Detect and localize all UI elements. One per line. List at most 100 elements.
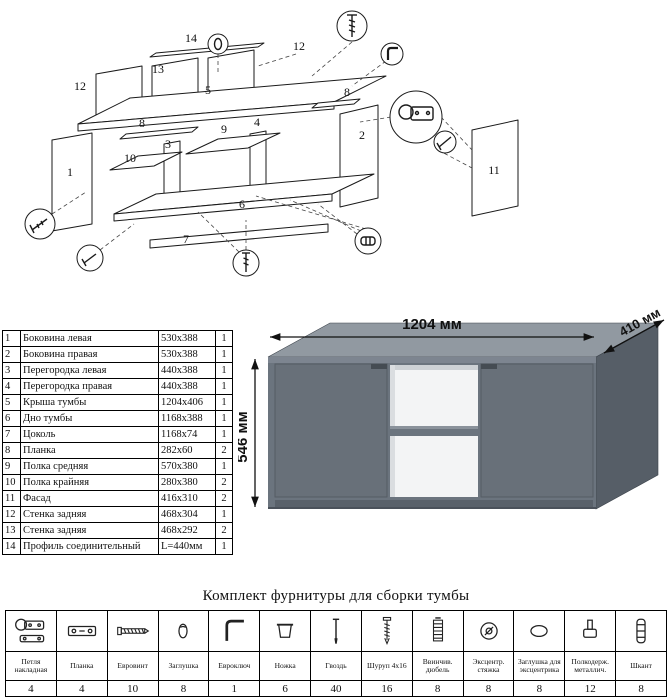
hex-key-glyph [386, 46, 398, 60]
right-door [480, 363, 594, 498]
cabinet-plinth [275, 500, 593, 509]
table-row: 10 Полка крайняя 280x380 2 [2, 474, 233, 491]
part-label: 4 [254, 115, 260, 129]
hardware-kit-title: Комплект фурнитуры для сборки тумбы [202, 588, 470, 604]
part-label: 10 [124, 151, 136, 165]
hardware-name: Гвоздь [310, 651, 362, 681]
dimension-lines [251, 319, 665, 507]
hardware-qty: 1 [208, 680, 261, 697]
part-num: 6 [2, 410, 21, 427]
cabinet-render [267, 322, 659, 510]
part-qty: 1 [215, 362, 233, 379]
part-size: 416x310 [158, 490, 216, 507]
euro-screw-icon [116, 626, 149, 636]
callout-hinge-detail [389, 90, 443, 144]
part-label: 14 [185, 31, 197, 45]
hardware-qty: 8 [157, 680, 210, 697]
part-qty: 1 [215, 346, 233, 363]
hardware-qty: 4 [5, 680, 57, 697]
hardware-icon-cell [208, 610, 261, 652]
hardware-icon-cell [360, 610, 413, 652]
part-label: 8 [344, 85, 350, 99]
parts-list-table: 1 Боковина левая 530x388 1 2 Боковина пр… [2, 330, 233, 555]
part-qty: 2 [215, 474, 233, 491]
table-row: 5 Крыша тумбы 1204x406 1 [2, 394, 233, 411]
hardware-icon-cell [55, 610, 108, 652]
hardware-name: Шкант [615, 651, 667, 681]
hinge-icon [14, 618, 45, 643]
part-num: 11 [2, 490, 21, 507]
side-panel-right [339, 104, 379, 208]
part-label: 11 [488, 163, 500, 177]
part-size: 440x388 [158, 362, 216, 379]
part-name: Профиль соединительный [20, 538, 159, 555]
hardware-icon-cell [106, 610, 159, 652]
part-name: Стенка задняя [20, 522, 159, 539]
cabinet-top-face [267, 322, 659, 358]
part-num: 2 [2, 346, 21, 363]
dimension-figure: 1204 мм 410 мм 546 мм [238, 305, 665, 510]
part-name: Крыша тумбы [20, 394, 159, 411]
hardware-qty: 16 [360, 680, 413, 697]
part-label: 1 [67, 165, 73, 179]
part-num: 3 [2, 362, 21, 379]
part-label: 3 [165, 137, 171, 151]
part-num: 9 [2, 458, 21, 475]
depth-dim-line [603, 319, 665, 354]
table-row: 1 Боковина левая 530x388 1 [2, 330, 233, 347]
hardware-icon-cell [411, 610, 464, 652]
part-name: Перегородка левая [20, 362, 159, 379]
part-label: 8 [139, 116, 145, 130]
callout-dowel [354, 227, 382, 255]
part-size: 1204x406 [158, 394, 216, 411]
table-row: 9 Полка средняя 570x380 1 [2, 458, 233, 475]
hardware-name: Шуруп 4x16 [360, 651, 413, 681]
part-label: 6 [239, 197, 245, 211]
part-size: 530x388 [158, 346, 216, 363]
foot-icon [277, 623, 294, 638]
part-num: 8 [2, 442, 21, 459]
part-size: 440x388 [158, 378, 216, 395]
shelf-pin-icon [583, 619, 598, 638]
hardware-icon-cell [513, 610, 566, 652]
exploded-assembly-diagram: 14 13 12 12 5 8 8 9 3 4 1 2 10 6 7 11 [24, 10, 519, 277]
left-door-handle [371, 364, 387, 369]
table-row: 11 Фасад 416x310 2 [2, 490, 233, 507]
hardware-icon-cell [259, 610, 312, 652]
part-name: Дно тумбы [20, 410, 159, 427]
part-name: Полка крайняя [20, 474, 159, 491]
hardware-qty-row: 4 4 10 8 1 6 40 16 8 8 8 12 8 [5, 680, 667, 697]
strip-right [311, 98, 361, 109]
screw-glyph [83, 253, 97, 264]
hardware-name: Заглушка [157, 651, 210, 681]
cam-lock-icon [479, 622, 498, 640]
hardware-name: Евровинт [106, 651, 159, 681]
table-row: 6 Дно тумбы 1168x388 1 [2, 410, 233, 427]
part-qty: 1 [215, 426, 233, 443]
part-label: 12 [74, 79, 86, 93]
screw-glyph [31, 218, 48, 231]
part-num: 13 [2, 522, 21, 539]
width-dim-label: 1204 мм [402, 316, 462, 333]
side-panel-left [51, 132, 93, 232]
strip-left [119, 126, 199, 140]
cap-icon [178, 623, 189, 639]
part-size: 530x388 [158, 330, 216, 347]
hardware-qty: 40 [310, 680, 362, 697]
height-dim-label: 546 мм [238, 411, 251, 462]
hardware-icon-cell [564, 610, 617, 652]
dowel-icon [636, 618, 646, 644]
part-num: 4 [2, 378, 21, 395]
plate-icon [67, 625, 96, 637]
hardware-name: Полкодерж. металлич. [564, 651, 617, 681]
hardware-name: Планка [55, 651, 108, 681]
part-qty: 1 [215, 538, 233, 555]
part-num: 5 [2, 394, 21, 411]
hardware-icon-cell [310, 610, 362, 652]
part-qty: 1 [215, 458, 233, 475]
part-size: 468x304 [158, 506, 216, 523]
part-qty: 1 [215, 394, 233, 411]
part-qty: 2 [215, 522, 233, 539]
table-row: 7 Цоколь 1168x74 1 [2, 426, 233, 443]
